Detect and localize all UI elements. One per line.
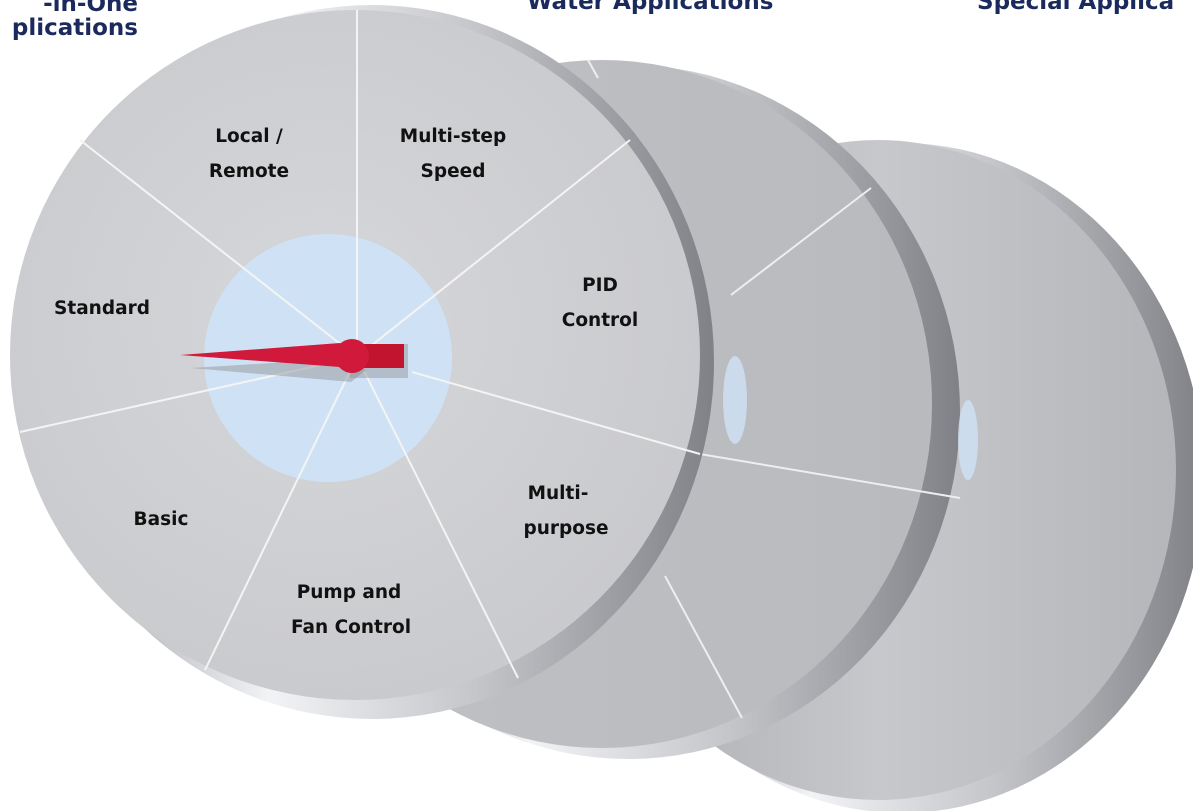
segment-label-line1: PID bbox=[582, 275, 618, 296]
segment-label-line1: Multi-step bbox=[400, 126, 506, 147]
dial-needle bbox=[180, 339, 408, 382]
heading-line-2: plications bbox=[11, 15, 138, 41]
segment-label-line2: Speed bbox=[421, 161, 486, 182]
segment-multi-purpose: Multi- purpose bbox=[523, 483, 608, 539]
segment-pump-and-fan-control: Pump and Fan Control bbox=[291, 582, 411, 638]
segment-label-line2: purpose bbox=[523, 518, 608, 539]
segment-label-line1: Local / bbox=[215, 126, 283, 147]
segment-label-line1: Pump and bbox=[297, 582, 402, 603]
segment-label-line1: Basic bbox=[134, 509, 189, 530]
segment-label-line1: Multi- bbox=[528, 483, 589, 504]
segment-label-line2: Fan Control bbox=[291, 617, 411, 638]
water-applications-heading: Water Applications bbox=[527, 0, 774, 15]
segment-pid-control: PID Control bbox=[562, 275, 638, 331]
segment-label-line2: Control bbox=[562, 310, 638, 331]
heading-line-1: -in-One bbox=[43, 0, 138, 17]
segment-basic: Basic bbox=[134, 509, 189, 530]
segment-local-remote: Local / Remote bbox=[209, 126, 289, 182]
segment-label-line2: Remote bbox=[209, 161, 289, 182]
segment-label-line1: Standard bbox=[54, 298, 150, 319]
segment-standard: Standard bbox=[54, 298, 150, 319]
segment-multi-step-speed: Multi-step Speed bbox=[400, 126, 506, 182]
all-in-one-applications-disc bbox=[10, 5, 714, 719]
special-applications-heading: Special Applica bbox=[977, 0, 1175, 15]
segment-labels: Local / Remote Multi-step Speed PID Cont… bbox=[54, 126, 638, 638]
